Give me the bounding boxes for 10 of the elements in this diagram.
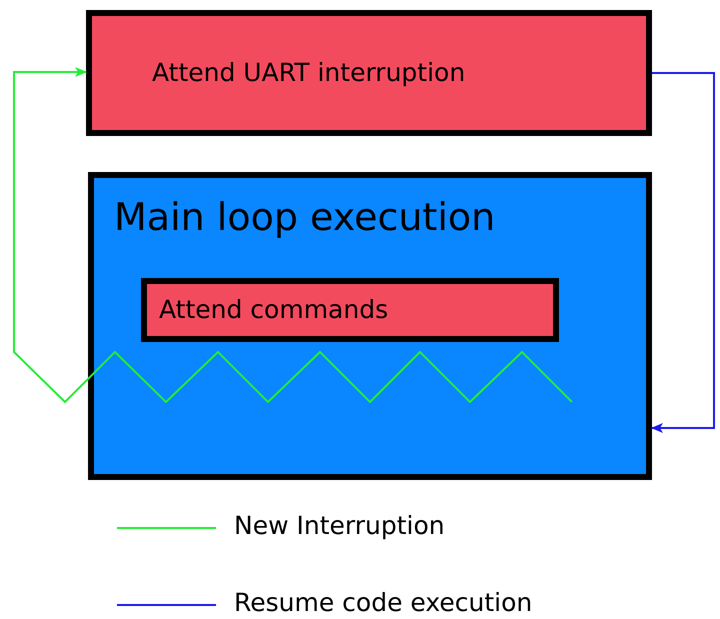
box-label: Attend UART interruption	[152, 58, 466, 88]
legend-text: New Interruption	[234, 511, 445, 540]
process-box	[86, 10, 652, 136]
arrow	[651, 72, 715, 433]
legend-text: Resume code execution	[234, 588, 532, 617]
process-box	[88, 172, 652, 480]
box-label: Attend commands	[159, 296, 388, 324]
arrow	[13, 67, 573, 404]
process-box	[141, 278, 559, 342]
box-label: Main loop execution	[114, 196, 496, 240]
